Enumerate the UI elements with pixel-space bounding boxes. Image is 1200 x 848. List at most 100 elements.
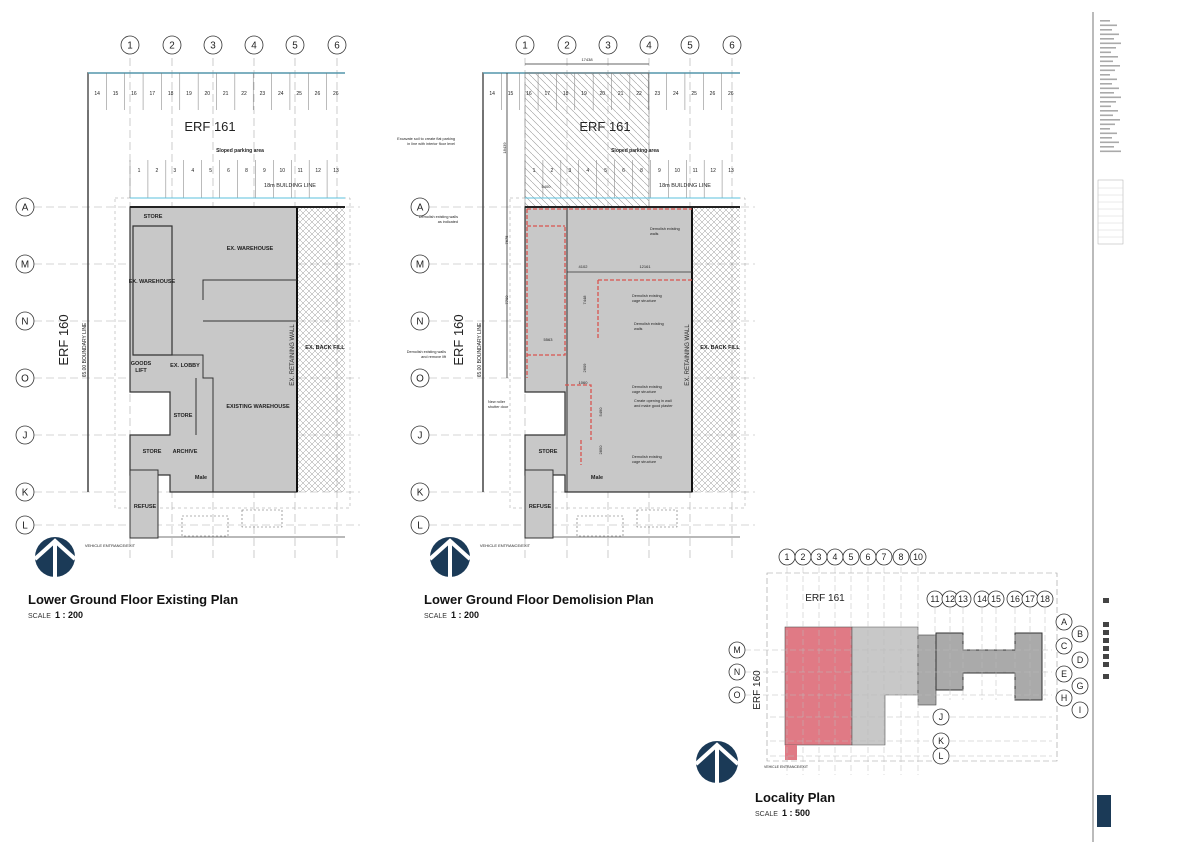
grid-bubble-C: C bbox=[1061, 641, 1068, 651]
grid-bubble-1-circle bbox=[120, 35, 140, 55]
vehicle-entrance-label: VEHICLE ENTRANCE/EXIT bbox=[85, 543, 136, 548]
grid-bubble-L-circle bbox=[410, 515, 430, 535]
grid-bubble-M: M bbox=[416, 260, 424, 271]
title-block-text bbox=[1100, 47, 1116, 49]
dimension-label: 7700 bbox=[504, 295, 509, 305]
title-block-text bbox=[1100, 87, 1119, 90]
grid-bubble-A-circle bbox=[15, 197, 35, 217]
demolition-note: Demolish existing bbox=[632, 385, 662, 389]
dimension-label: 5563 bbox=[544, 337, 554, 342]
grid-bubble-6: 6 bbox=[334, 41, 340, 52]
demolition-note: as indicated bbox=[438, 220, 458, 224]
title-block-text bbox=[1100, 42, 1121, 45]
logo-stem bbox=[715, 747, 719, 783]
parking-bay-number: 19 bbox=[581, 91, 587, 97]
grid-bubble-A: A bbox=[22, 203, 29, 214]
parking-bay-number: 9 bbox=[658, 168, 661, 174]
site-boundary bbox=[766, 572, 1058, 762]
parking-bay-number: 6 bbox=[227, 168, 230, 174]
title-block-text bbox=[1100, 105, 1111, 108]
parking-bay-number: 1 bbox=[138, 168, 141, 174]
title-block-text bbox=[1100, 33, 1119, 36]
grid-bubble-3: 3 bbox=[210, 41, 216, 52]
grid-bubble-5-circle bbox=[285, 35, 305, 55]
parking-bay-number: 10 bbox=[280, 168, 286, 174]
grid-bubble-6-circle bbox=[327, 35, 347, 55]
dimension-label: 1060 bbox=[579, 380, 589, 385]
room-label: REFUSE bbox=[529, 504, 552, 510]
parking-bay-number: 11 bbox=[298, 168, 303, 174]
grid-bubble-J: J bbox=[418, 431, 423, 442]
title-block-text bbox=[1103, 598, 1109, 603]
grid-bubble-4: 4 bbox=[833, 552, 838, 562]
existing-equipment bbox=[636, 509, 678, 528]
title-block-text bbox=[1100, 141, 1119, 144]
parking-bay-number: 4 bbox=[586, 168, 589, 174]
demolition-note: Demolish existing bbox=[650, 227, 680, 231]
room-label: Male bbox=[195, 475, 207, 481]
grid-bubble-M-circle bbox=[410, 254, 430, 274]
parking-bay-number: 22 bbox=[241, 91, 247, 97]
parking-bay-number: 12 bbox=[710, 168, 716, 174]
title-block-text bbox=[1100, 123, 1115, 126]
grid-bubble-K-circle bbox=[410, 482, 430, 502]
retaining-wall-label: EX. RETAINING WALL bbox=[685, 324, 691, 386]
parking-bay-number: 26 bbox=[728, 91, 734, 97]
adjacent-building bbox=[935, 632, 1043, 701]
erf-north-label: ERF 161 bbox=[184, 119, 235, 134]
building-line-label: 18m BUILDING LINE bbox=[264, 183, 316, 189]
back-fill-label: EX. BACK FILL bbox=[700, 345, 740, 351]
title-block-text bbox=[1100, 119, 1120, 121]
grid-bubble-1: 1 bbox=[785, 552, 790, 562]
parking-bay-number: 5 bbox=[209, 168, 212, 174]
grid-bubble-O-circle bbox=[15, 368, 35, 388]
plan-title-demolition: Lower Ground Floor Demolision Plan bbox=[424, 592, 654, 607]
grid-bubble-D: D bbox=[1077, 655, 1083, 665]
grid-bubble-3-circle bbox=[598, 35, 618, 55]
grid-bubble-J-circle bbox=[15, 425, 35, 445]
parking-bay-number: 2 bbox=[550, 168, 553, 174]
parking-bay-number: 26 bbox=[710, 91, 716, 97]
grid-bubble-11: 11 bbox=[930, 594, 939, 604]
scale-value: 1 : 200 bbox=[54, 610, 83, 620]
grid-bubble-M: M bbox=[733, 645, 740, 655]
north-arrow-logo bbox=[428, 537, 472, 577]
demolition-note: in line with interior floor level bbox=[407, 142, 455, 146]
dimension-label: 5490 bbox=[598, 407, 603, 417]
grid-bubble-A-circle bbox=[410, 197, 430, 217]
title-block-text bbox=[1100, 128, 1110, 130]
grid-bubble-E: E bbox=[1061, 669, 1067, 679]
grid-bubble-6-circle bbox=[722, 35, 742, 55]
parking-bay-number: 15 bbox=[113, 91, 119, 97]
grid-bubble-5-circle bbox=[680, 35, 700, 55]
title-block-text bbox=[1100, 110, 1118, 112]
room-label: GOODS bbox=[131, 361, 152, 367]
title-block-text bbox=[1100, 60, 1113, 63]
retaining-wall-label: EX. RETAINING WALL bbox=[290, 324, 296, 386]
grid-bubble-1-circle bbox=[515, 35, 535, 55]
parking-bay-number: 14 bbox=[94, 91, 100, 97]
interior-wall bbox=[172, 279, 297, 492]
room-label: REFUSE bbox=[134, 504, 157, 510]
room-label: EX. WAREHOUSE bbox=[129, 279, 176, 285]
demolition-note: New roller bbox=[488, 400, 506, 404]
logo-chevron bbox=[428, 538, 472, 561]
parking-bay-number: 24 bbox=[673, 91, 679, 97]
erf-west-label: ERF 160 bbox=[451, 314, 466, 365]
grid-bubble-O: O bbox=[734, 690, 741, 700]
title-block-text bbox=[1100, 65, 1120, 67]
demolition-line bbox=[526, 208, 692, 465]
parking-bay-number: 3 bbox=[173, 168, 176, 174]
erf-west-label: ERF 160 bbox=[56, 314, 71, 365]
sloped-parking-label: Sloped parking area bbox=[611, 148, 659, 154]
grid-bubble-14: 14 bbox=[977, 594, 987, 604]
refuse-area bbox=[524, 469, 554, 539]
title-block-text bbox=[1100, 24, 1117, 27]
grid-bubble-10-circle bbox=[909, 548, 927, 566]
parking-bay-number: 5 bbox=[604, 168, 607, 174]
title-block-text bbox=[1103, 646, 1109, 651]
dimension-label: 4102 bbox=[579, 264, 589, 269]
plan-title-locality: Locality Plan bbox=[755, 790, 836, 805]
parking-bay-number: 20 bbox=[205, 91, 211, 97]
